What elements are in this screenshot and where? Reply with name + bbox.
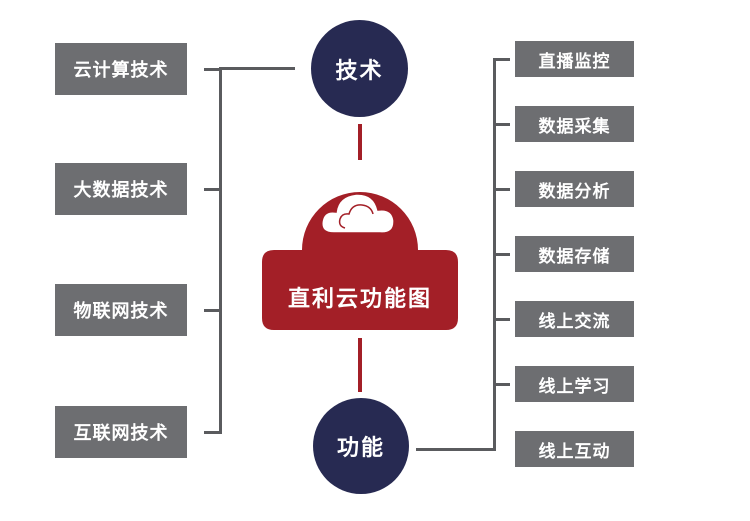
- cloud-icon: [321, 193, 395, 234]
- right-tick-5: [493, 318, 510, 321]
- right-bracket-from-func: [416, 448, 496, 451]
- left-tick-2: [204, 188, 219, 191]
- right-tick-6: [493, 383, 510, 386]
- right-item-data-collection: 数据采集: [515, 106, 634, 142]
- left-item-iot: 物联网技术: [55, 284, 187, 336]
- red-connector-bottom: [358, 338, 362, 392]
- red-connector-top: [358, 124, 362, 160]
- right-item-online-communication: 线上交流: [515, 301, 634, 337]
- func-node-label: 功能: [336, 436, 385, 461]
- left-bracket-vertical: [219, 67, 222, 434]
- left-tick-3: [204, 309, 219, 312]
- func-node: 功能: [313, 398, 409, 494]
- tech-node-label: 技术: [335, 58, 384, 84]
- left-tick-1: [204, 68, 219, 71]
- right-item-online-interaction: 线上互动: [515, 431, 634, 467]
- right-tick-2: [493, 123, 510, 126]
- right-item-data-analysis: 数据分析: [515, 171, 634, 207]
- center-title: 直利云功能图: [287, 287, 432, 312]
- right-tick-4: [493, 253, 510, 256]
- left-bracket-to-tech: [219, 67, 295, 70]
- tech-node: 技术: [311, 20, 408, 117]
- right-item-data-storage: 数据存储: [515, 236, 634, 272]
- right-tick-1: [493, 58, 510, 61]
- left-item-big-data: 大数据技术: [55, 163, 187, 215]
- left-tick-4: [204, 431, 219, 434]
- right-item-live-monitoring: 直播监控: [515, 41, 634, 77]
- left-item-internet: 互联网技术: [55, 406, 187, 458]
- left-item-cloud-computing: 云计算技术: [55, 43, 187, 95]
- right-item-online-learning: 线上学习: [515, 366, 634, 402]
- right-tick-3: [493, 188, 510, 191]
